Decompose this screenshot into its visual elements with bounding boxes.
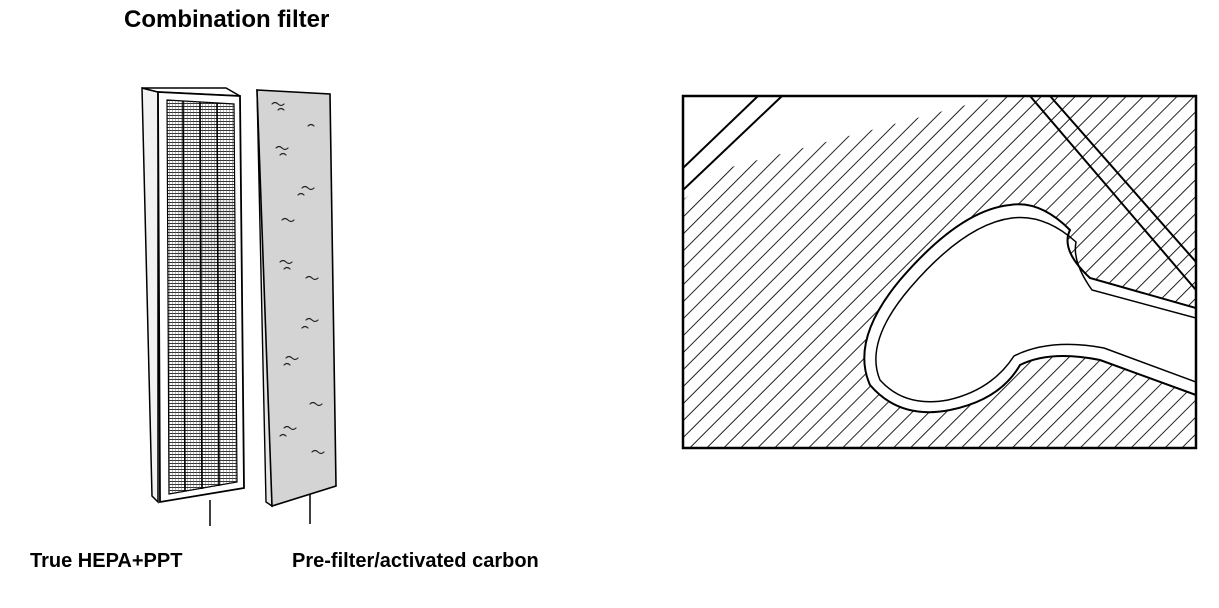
hepa-filter-label: True HEPA+PPT [30, 550, 183, 572]
hepa-filter-icon [141, 87, 245, 526]
carbon-prefilter-label: Pre-filter/activated carbon [292, 550, 539, 572]
filter-pleat-detail-icon [681, 94, 1198, 450]
carbon-prefilter-icon [256, 89, 337, 524]
page-title: Combination filter [124, 6, 330, 33]
